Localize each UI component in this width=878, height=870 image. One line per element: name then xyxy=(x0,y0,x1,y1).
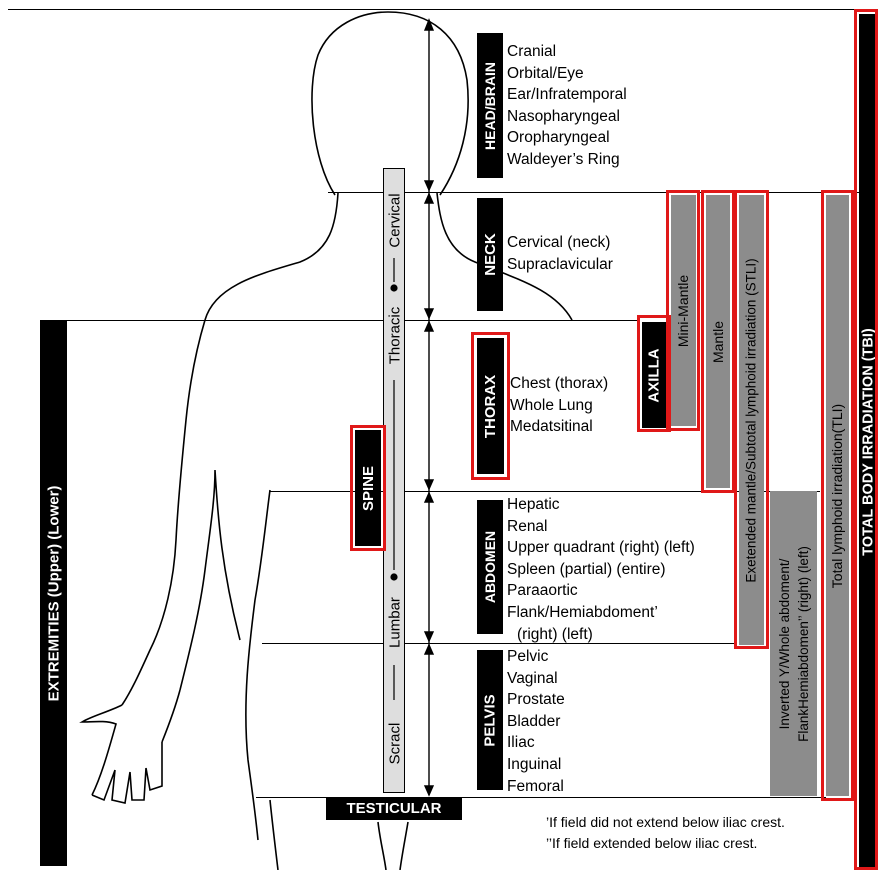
list-item: Renal xyxy=(507,516,695,538)
list-item: Spleen (partial) (entire) xyxy=(507,559,695,581)
head-brain-label: HEAD/BRAIN xyxy=(477,33,503,178)
spine-segment-sacral: Scracl xyxy=(387,715,404,773)
list-item: Cervical (neck) xyxy=(507,232,613,254)
list-item: Hepatic xyxy=(507,494,695,516)
field-inverted-y: Inverted Y/Whole abdoment/ FlankHemiabdo… xyxy=(770,491,817,796)
footnotes: ’If field did not extend below iliac cre… xyxy=(546,812,785,854)
list-item: Bladder xyxy=(507,711,565,733)
list-item: Whole Lung xyxy=(510,395,608,417)
list-item: Nasopharyngeal xyxy=(507,106,627,128)
list-item: Flank/Hemiabdoment’ xyxy=(507,602,695,624)
thorax-highlight xyxy=(471,332,510,480)
spine-segment-lumbar: Lumbar xyxy=(387,590,404,656)
inverted-y-line-1: Inverted Y/Whole abdoment/ xyxy=(775,546,794,742)
spine-segment-cervical: Cervical xyxy=(387,186,404,256)
neck-label: NECK xyxy=(477,198,503,311)
stli-highlight xyxy=(734,190,769,649)
list-item: Waldeyer’s Ring xyxy=(507,149,627,171)
spine-highlight xyxy=(350,425,386,551)
tli-highlight xyxy=(821,190,854,801)
list-item: Prostate xyxy=(507,689,565,711)
list-item: Vaginal xyxy=(507,668,565,690)
tbi-highlight xyxy=(854,9,878,870)
list-item: Inguinal xyxy=(507,754,565,776)
list-item: Femoral xyxy=(507,776,565,798)
extremities-label: EXTREMITIES (Upper) (Lower) xyxy=(40,320,67,866)
testicular-label: TESTICULAR xyxy=(326,798,462,820)
list-item: Supraclavicular xyxy=(507,254,613,276)
head-brain-list: Cranial Orbital/Eye Ear/Infratemporal Na… xyxy=(507,41,627,171)
inverted-y-line-2: FlankHemiabdomen’’ (right) (left) xyxy=(794,546,813,742)
footnote-1: ’If field did not extend below iliac cre… xyxy=(546,812,785,833)
list-item: Medatsitinal xyxy=(510,416,608,438)
mini-mantle-highlight xyxy=(666,190,700,431)
abdomen-list: Hepatic Renal Upper quadrant (right) (le… xyxy=(507,494,695,645)
abdomen-label: ABDOMEN xyxy=(477,500,503,634)
list-item: Pelvic xyxy=(507,646,565,668)
list-item: Iliac xyxy=(507,732,565,754)
pelvis-label: PELVIS xyxy=(477,650,503,790)
neck-list: Cervical (neck) Supraclavicular xyxy=(507,232,613,275)
list-item: Ear/Infratemporal xyxy=(507,84,627,106)
mantle-highlight xyxy=(701,190,735,493)
spine-segment-thoracic: Thoracic xyxy=(387,298,404,374)
list-item: Upper quadrant (right) (left) xyxy=(507,537,695,559)
thorax-list: Chest (thorax) Whole Lung Medatsitinal xyxy=(510,373,608,438)
list-item: Paraaortic xyxy=(507,580,695,602)
list-item: (right) (left) xyxy=(507,624,695,646)
footnote-2: ’’If field extended below iliac crest. xyxy=(546,833,785,854)
pelvis-list: Pelvic Vaginal Prostate Bladder Iliac In… xyxy=(507,646,565,797)
list-item: Oropharyngeal xyxy=(507,127,627,149)
list-item: Orbital/Eye xyxy=(507,63,627,85)
list-item: Cranial xyxy=(507,41,627,63)
list-item: Chest (thorax) xyxy=(510,373,608,395)
